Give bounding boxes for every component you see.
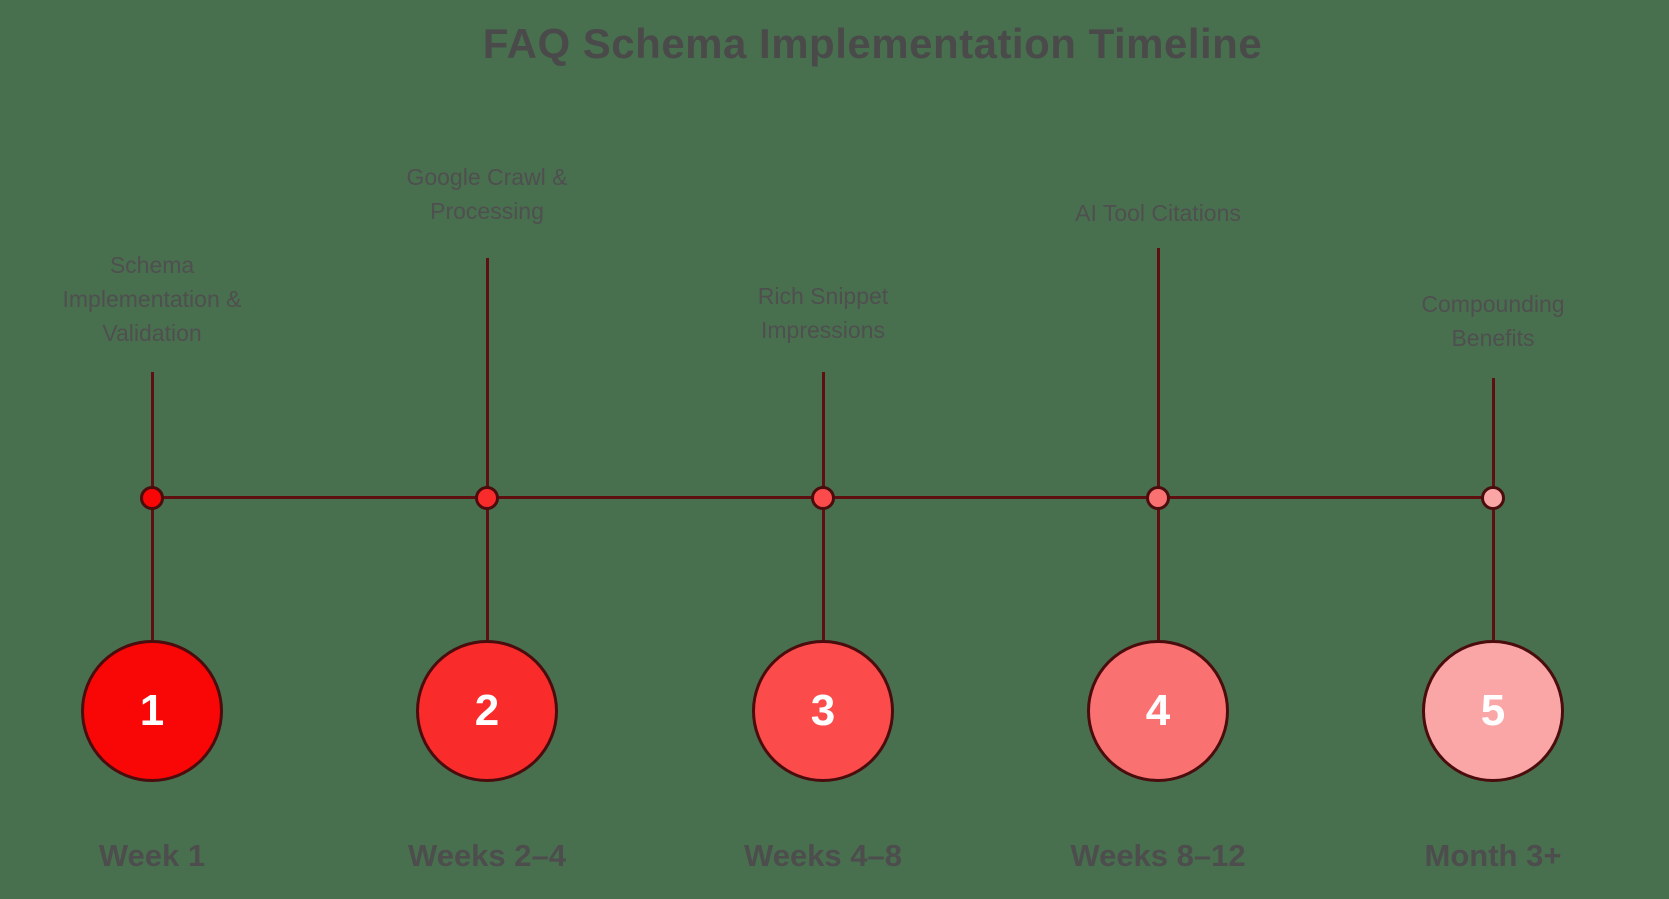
phase-label-3: Rich Snippet Impressions (757, 283, 889, 343)
connector-top-2 (485, 258, 489, 497)
milestone-circle-1: 1 (81, 640, 223, 782)
time-label-3: Weeks 4–8 (744, 838, 902, 873)
time-label-5: Month 3+ (1424, 838, 1562, 873)
milestone-number-3: 3 (810, 686, 836, 735)
connector-top-5 (1491, 378, 1495, 497)
phase-label-2: Google Crawl & Processing (406, 164, 568, 224)
milestone-circle-4: 4 (1087, 640, 1229, 782)
connector-bottom-2 (485, 498, 489, 640)
connector-top-4 (1156, 248, 1160, 497)
phase-label-5: Compounding Benefits (1421, 291, 1565, 351)
connector-bottom-5 (1491, 498, 1495, 640)
milestone-circle-2: 2 (416, 640, 558, 782)
connector-top-3 (821, 372, 825, 497)
diagram-title: FAQ Schema Implementation Timeline (482, 20, 1263, 67)
milestone-circle-3: 3 (752, 640, 894, 782)
time-label-1: Week 1 (98, 838, 206, 873)
milestone-circle-5: 5 (1422, 640, 1564, 782)
time-label-4: Weeks 8–12 (1070, 838, 1246, 873)
timeline-dot-4 (1146, 486, 1170, 510)
milestone-number-2: 2 (474, 686, 500, 735)
timeline-dot-5 (1481, 486, 1505, 510)
connector-bottom-1 (150, 498, 154, 640)
timeline-dot-2 (475, 486, 499, 510)
phase-label-4: AI Tool Citations (1075, 200, 1241, 226)
time-label-2: Weeks 2–4 (408, 838, 566, 873)
timeline-dot-3 (811, 486, 835, 510)
milestone-number-4: 4 (1145, 686, 1171, 735)
connector-top-1 (150, 372, 154, 497)
milestone-number-1: 1 (139, 686, 165, 735)
connector-bottom-3 (821, 498, 825, 640)
timeline-dot-1 (140, 486, 164, 510)
milestone-number-5: 5 (1480, 686, 1506, 735)
connector-bottom-4 (1156, 498, 1160, 640)
phase-label-1: Schema Implementation & Validation (62, 252, 242, 346)
